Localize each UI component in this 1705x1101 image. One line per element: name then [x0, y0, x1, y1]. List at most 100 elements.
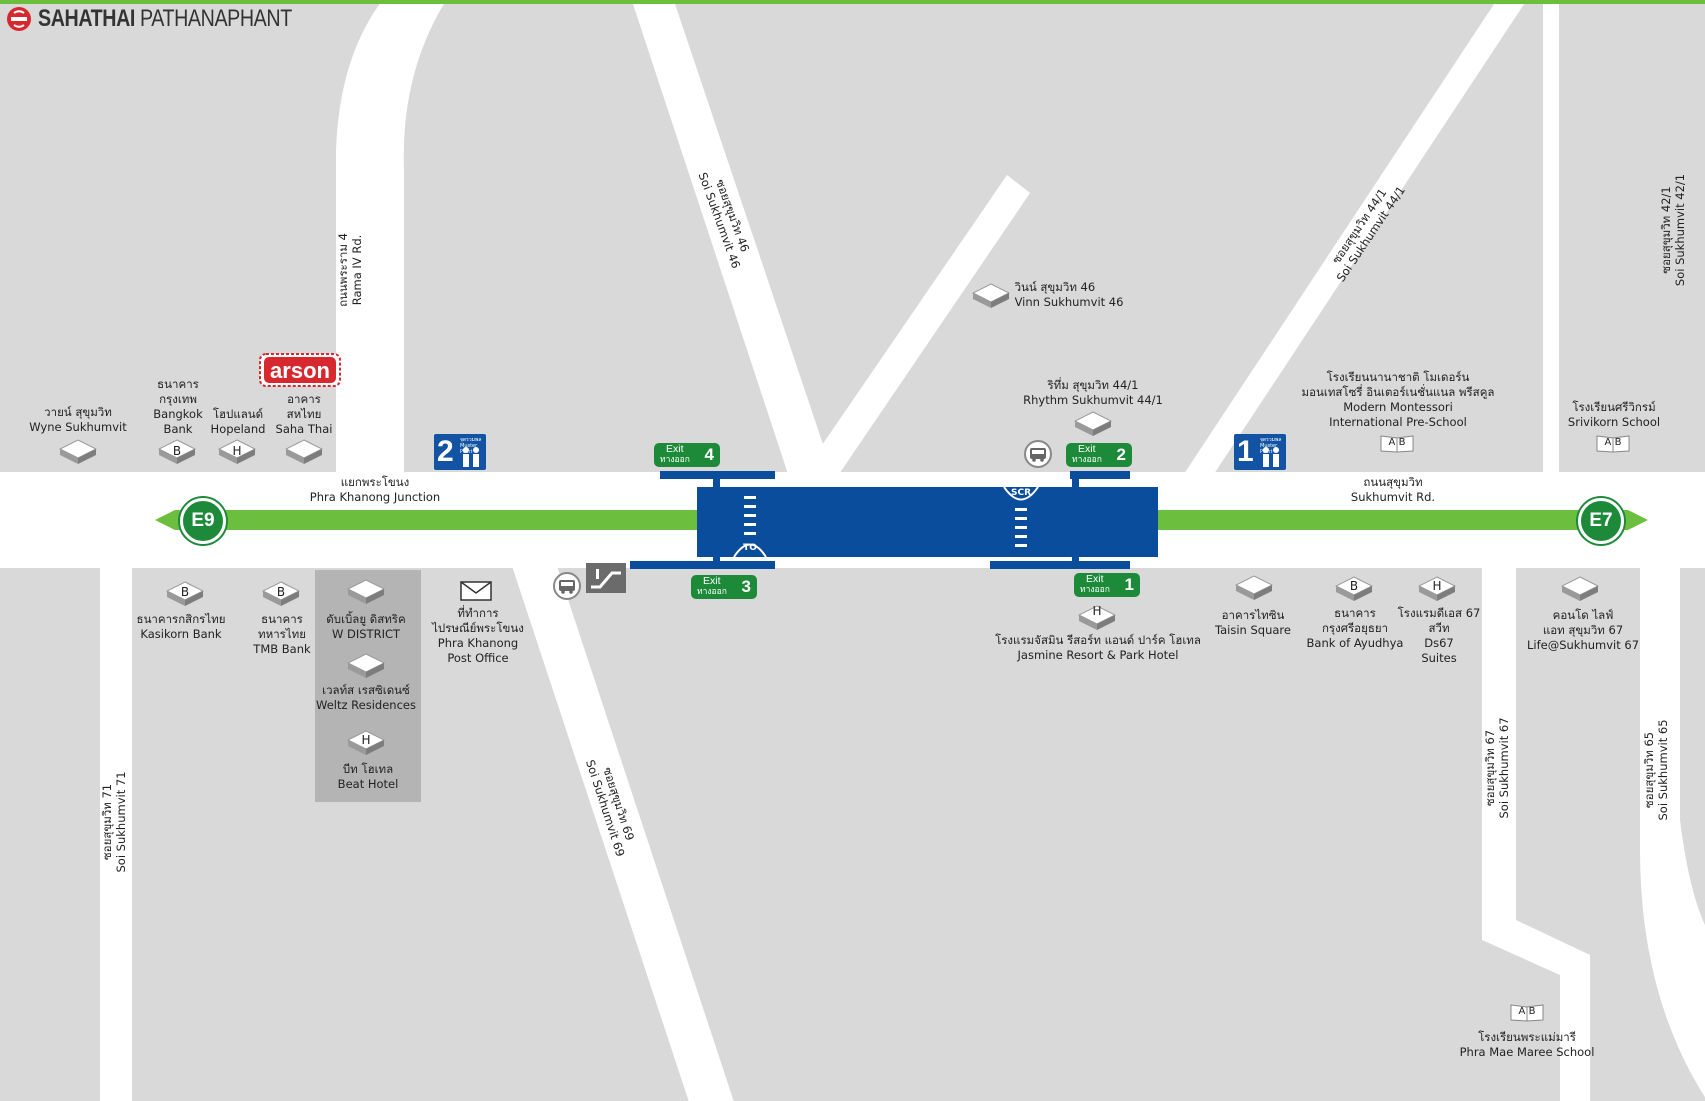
ayudhya-en: Bank of Ayudhya [1306, 636, 1404, 650]
to-mark-arc [733, 543, 767, 558]
ayudhya-th1: ธนาคาร [1334, 606, 1376, 620]
rhythm-en: Rhythm Sukhumvit 44/1 [1023, 393, 1163, 407]
soi-69-road [510, 560, 734, 1101]
ds67-th2: สวีท [1428, 621, 1450, 635]
building-icon [1074, 411, 1112, 436]
kbank-en: Kasikorn Bank [140, 627, 222, 641]
exit-2-number: 2 [1116, 445, 1126, 464]
exit-1-label-th: ทางออก [1080, 585, 1110, 595]
rhythm-th: ริทึ่ม สุขุมวิท 44/1 [1047, 378, 1139, 392]
hotel-icon [1418, 576, 1456, 601]
exit-1-label: Exit [1086, 573, 1104, 585]
building-icon [347, 579, 385, 604]
hotel-icon [1078, 605, 1116, 630]
exit-4-label: Exit [666, 443, 684, 455]
bus-stop-icon [1024, 440, 1052, 468]
ds67-en1: Ds67 [1424, 636, 1454, 650]
brand-name-bold: SAHATHAI [38, 5, 135, 32]
life67-th1: คอนโด ไลฟ์ [1552, 608, 1614, 622]
mail-icon [460, 581, 492, 601]
escalator-icon [586, 563, 626, 593]
exit-2-label-th: ทางออก [1072, 455, 1102, 465]
wyne-th: วายน์ สุขุมวิท [44, 405, 112, 419]
soi-46-road [631, 0, 835, 480]
exit-2-sign[interactable]: Exit ทางออก 2 [1066, 443, 1132, 467]
brand: SAHATHAI PATHANAPHANT [6, 5, 348, 32]
bank-icon [1335, 576, 1373, 601]
bbl-icon-letter: B [172, 444, 182, 458]
school-book-icon [1596, 435, 1630, 453]
beat-th: บีท โฮเทล [342, 762, 394, 776]
sahathai-th2: สหไทย [286, 407, 322, 421]
soi71-th: ซอยสุขุมวิท 71 [100, 783, 114, 861]
sahathai-th1: อาคาร [287, 392, 321, 406]
vinn-en: Vinn Sukhumvit 46 [1014, 295, 1124, 309]
exit-1-sign[interactable]: Exit ทางออก 1 [1074, 573, 1140, 597]
hotel-icon [218, 439, 256, 464]
platform-north-east [1070, 471, 1130, 479]
jasmine-th: โรงแรมจัสมิน รีสอร์ท แอนด์ ปาร์ค โฮเทล [995, 633, 1201, 647]
soi-44-1-road [1180, 0, 1527, 480]
taisin-en: Taisin Square [1215, 623, 1291, 637]
post-th2: ไปรษณีย์พระโขนง [432, 621, 524, 635]
platform-south-east [990, 561, 1130, 569]
srivikorn-en: Srivikorn School [1567, 415, 1661, 429]
ds67-th1: โรงแรมดีเอส 67 [1397, 606, 1481, 620]
tmb-th2: ทหารไทย [258, 627, 306, 641]
post-th1: ที่ทำการ [457, 606, 499, 620]
maemaree-en: Phra Mae Maree School [1459, 1045, 1595, 1059]
school-book-icon [1510, 1004, 1544, 1022]
soi65-th: ซอยสุขุมวิท 65 [1642, 731, 1656, 809]
ds67-en2: Suites [1421, 651, 1457, 665]
exit-1-number: 1 [1124, 575, 1134, 594]
station-badge-e9: E9 [180, 498, 226, 544]
montessori-th1: โรงเรียนนานาชาติ โมเดอร์น [1326, 370, 1470, 384]
arson-logo-text: arson [270, 358, 330, 383]
arson-logo: arson [259, 353, 341, 387]
montessori-en1: Modern Montessori [1343, 400, 1453, 414]
bbl-en2: Bank [163, 422, 193, 436]
bank-icon [166, 581, 204, 606]
rama-iv-road [336, 0, 447, 480]
wyne-en: Wyne Sukhumvit [29, 420, 127, 434]
exit-4-sign[interactable]: Exit ทางออก 4 [654, 443, 720, 467]
scr-mark: SCR [1010, 488, 1032, 498]
weltz-th: เวลท์ส เรสซิเดนซ์ [322, 683, 410, 697]
hopeland-icon-letter: H [232, 444, 242, 458]
stair-ne [1072, 475, 1079, 489]
bank-icon [158, 439, 196, 464]
building-icon [285, 439, 323, 464]
ayudhya-th2: กรุงศรีอยุธยา [1321, 621, 1389, 635]
soi-71-road [100, 560, 132, 1101]
soi67-th: ซอยสุขุมวิท 67 [1483, 729, 1497, 807]
wdistrict-en: W DISTRICT [331, 627, 401, 641]
bbl-en1: Bangkok [153, 407, 203, 421]
diagonal-road [805, 175, 1030, 480]
muster-point-2: 2 จุดรวมพล Muster Point [434, 434, 486, 470]
muster-point-1: 1 จุดรวมพล Muster Point [1234, 434, 1286, 470]
ayudhya-icon-letter: B [1349, 579, 1359, 593]
montessori-icon-letters: A B [1388, 437, 1406, 448]
rama4-en: Rama IV Rd. [350, 234, 364, 306]
bank-icon [262, 581, 300, 606]
exit-3-sign[interactable]: Exit ทางออก 3 [691, 575, 757, 599]
sukhumvit-th: ถนนสุขุมวิท [1363, 475, 1423, 489]
station-building [697, 487, 1158, 557]
